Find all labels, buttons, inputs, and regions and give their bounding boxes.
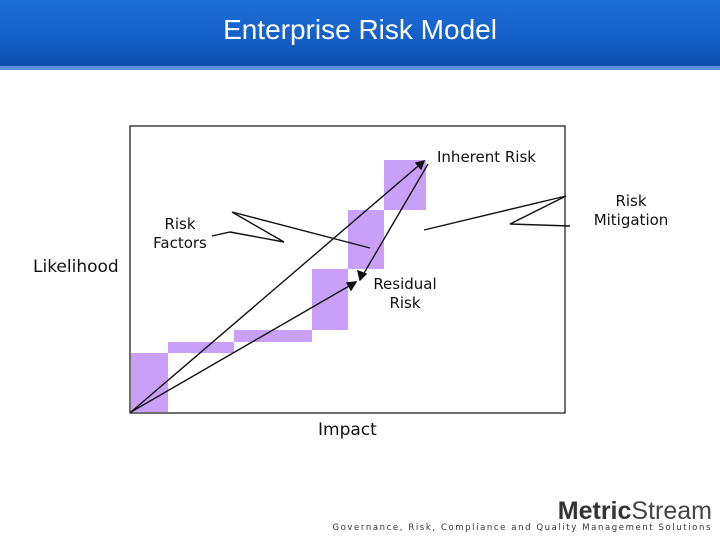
step-block-6 [384, 160, 426, 210]
inherent-risk-arrow [130, 160, 425, 413]
risk-mitigation-label: Risk Mitigation [585, 192, 677, 230]
risk-factors-label-line1: Risk [164, 215, 196, 233]
title-bar [0, 0, 720, 70]
risk-factors-connector [211, 211, 371, 249]
mitigation-arrow [359, 163, 429, 281]
step-block-5 [348, 210, 384, 269]
risk-mitigation-label-line1: Risk [615, 192, 647, 210]
residual-risk-label-line2: Risk [389, 294, 421, 312]
likelihood-axis-label: Likelihood [33, 257, 119, 277]
impact-axis-label: Impact [318, 420, 377, 440]
brand-metric: Metric [557, 497, 632, 525]
title-bar-underline [0, 66, 720, 70]
step-block-1 [131, 353, 168, 412]
step-block-2 [168, 342, 234, 353]
inherent-risk-arrowhead [414, 159, 426, 171]
brand-stream: Stream [631, 497, 712, 525]
risk-staircase [131, 160, 426, 412]
risk-arrows [130, 159, 571, 413]
mitigation-arrowhead [357, 269, 368, 282]
slide-title: Enterprise Risk Model [223, 14, 497, 45]
residual-risk-label-line1: Residual [373, 275, 437, 293]
risk-factors-label-line2: Factors [153, 234, 207, 252]
step-block-3 [234, 330, 312, 342]
metricstream-logo: MetricStream [558, 497, 712, 526]
risk-factors-label: Risk Factors [145, 215, 215, 253]
residual-risk-label: Residual Risk [368, 275, 442, 313]
inherent-risk-label: Inherent Risk [437, 148, 536, 166]
residual-risk-arrow [130, 281, 357, 413]
brand-tagline: Governance, Risk, Compliance and Quality… [332, 523, 712, 533]
risk-mitigation-label-line2: Mitigation [593, 211, 669, 229]
diagram-frame [129, 125, 566, 414]
residual-risk-arrowhead [345, 281, 358, 292]
step-block-4 [312, 269, 348, 330]
risk-mitigation-connector [423, 195, 571, 231]
